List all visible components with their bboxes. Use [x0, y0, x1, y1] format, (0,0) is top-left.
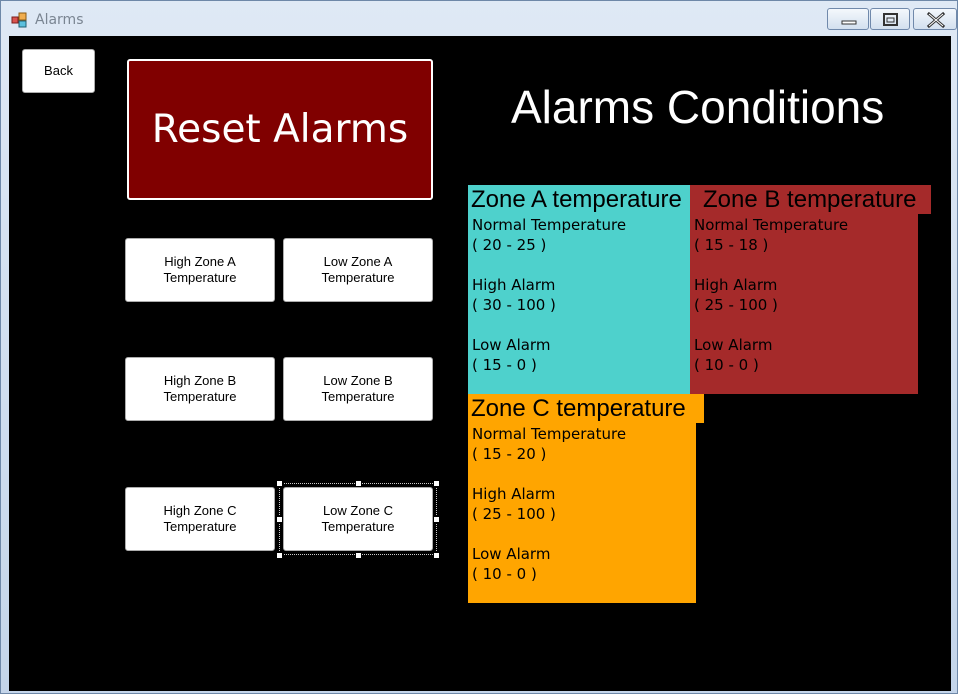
zone-a-normal-range: ( 20 - 25 ) — [472, 236, 547, 254]
maximize-icon — [883, 13, 898, 26]
zone-c-normal-range: ( 15 - 20 ) — [472, 445, 547, 463]
zone-c-low-label: Low Alarm — [472, 545, 551, 563]
close-icon — [926, 11, 946, 29]
zone-b-low-range: ( 10 - 0 ) — [694, 356, 759, 374]
resize-handle[interactable] — [355, 552, 362, 559]
zone-a-normal-label: Normal Temperature — [472, 216, 627, 234]
zone-c-panel — [468, 394, 696, 603]
high-zone-b-button[interactable]: High Zone B Temperature — [125, 357, 275, 421]
low-zone-c-button[interactable]: Low Zone C Temperature — [283, 487, 433, 551]
zone-b-normal-range: ( 15 - 18 ) — [694, 236, 769, 254]
zone-a-high-range: ( 30 - 100 ) — [472, 296, 556, 314]
zone-b-panel — [690, 185, 918, 394]
page-title: Alarms Conditions — [511, 81, 885, 133]
zone-c-high-label: High Alarm — [472, 485, 556, 503]
zone-b-high-label: High Alarm — [694, 276, 778, 294]
resize-handle[interactable] — [433, 552, 440, 559]
resize-handle[interactable] — [433, 516, 440, 523]
back-button[interactable]: Back — [22, 49, 95, 93]
zone-b-low-label: Low Alarm — [694, 336, 773, 354]
window-title: Alarms — [35, 12, 84, 28]
zone-a-panel — [468, 185, 690, 394]
reset-alarms-button[interactable]: Reset Alarms — [127, 59, 433, 200]
zone-a-high-label: High Alarm — [472, 276, 556, 294]
low-zone-a-button[interactable]: Low Zone A Temperature — [283, 238, 433, 302]
zone-a-title: Zone A temperature — [468, 185, 686, 214]
zone-a-low-range: ( 15 - 0 ) — [472, 356, 537, 374]
resize-handle[interactable] — [355, 480, 362, 487]
resize-handle[interactable] — [276, 480, 283, 487]
minimize-icon — [841, 20, 857, 25]
low-zone-b-button[interactable]: Low Zone B Temperature — [283, 357, 433, 421]
form-icon — [11, 12, 27, 28]
resize-handle[interactable] — [276, 552, 283, 559]
zone-c-high-range: ( 25 - 100 ) — [472, 505, 556, 523]
zone-b-normal-label: Normal Temperature — [694, 216, 849, 234]
high-zone-c-button[interactable]: High Zone C Temperature — [125, 487, 275, 551]
high-zone-a-button[interactable]: High Zone A Temperature — [125, 238, 275, 302]
minimize-button[interactable] — [827, 8, 869, 30]
zone-c-normal-label: Normal Temperature — [472, 425, 627, 443]
resize-handle[interactable] — [276, 516, 283, 523]
zone-a-low-label: Low Alarm — [472, 336, 551, 354]
close-button[interactable] — [913, 8, 957, 30]
selection-frame — [279, 483, 437, 555]
resize-handle[interactable] — [433, 480, 440, 487]
zone-b-title: Zone B temperature — [700, 185, 931, 214]
zone-c-title: Zone C temperature — [468, 394, 704, 423]
zone-c-low-range: ( 10 - 0 ) — [472, 565, 537, 583]
maximize-button[interactable] — [870, 8, 910, 30]
title-bar[interactable]: Alarms — [1, 1, 957, 35]
form-canvas: Back Reset Alarms Alarms Conditions High… — [9, 36, 951, 691]
zone-b-high-range: ( 25 - 100 ) — [694, 296, 778, 314]
